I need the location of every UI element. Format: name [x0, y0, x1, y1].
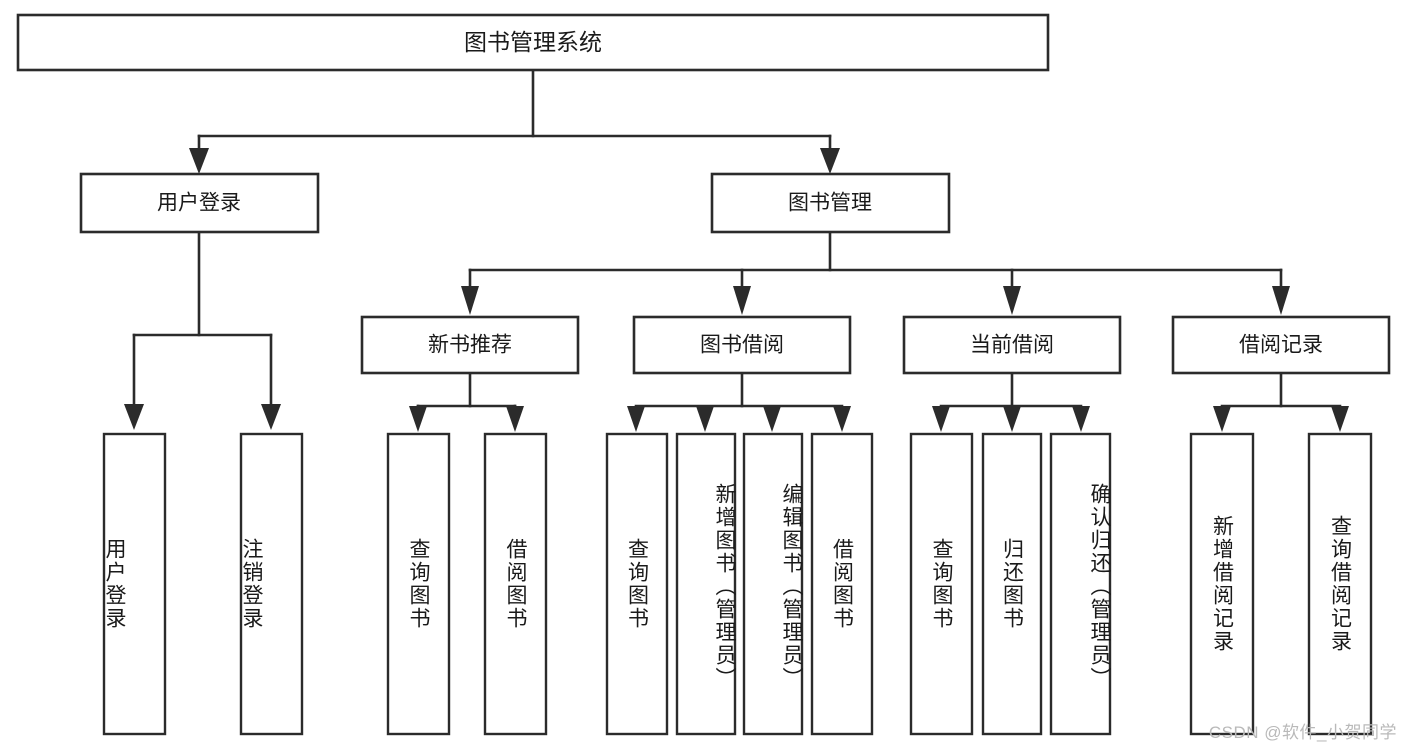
arrowhead-user-login — [189, 148, 209, 174]
node-book-management-box[interactable] — [710, 172, 951, 234]
arrowhead-leaf-borrow-book-2 — [833, 406, 851, 432]
arrowhead-new-book-recommend — [461, 286, 479, 315]
node-book-borrow-label: 图书借阅 — [700, 334, 784, 357]
arrowhead-leaf-query-book-2 — [627, 406, 645, 432]
leaf-box-add-book[interactable] — [675, 432, 737, 736]
arrowhead-book-management — [820, 148, 840, 174]
node-root-label: 图书管理系统 — [464, 29, 602, 55]
arrowhead-current-borrow — [1003, 286, 1021, 315]
arrowhead-leaf-query-book-1 — [409, 406, 427, 432]
node-book-borrow-box[interactable] — [632, 315, 852, 375]
node-borrow-record-box[interactable] — [1171, 315, 1391, 375]
node-new-book-recommend-box[interactable] — [360, 315, 580, 375]
node-borrow-record[interactable]: 借阅记录 — [1171, 315, 1391, 375]
node-user-login[interactable]: 用户登录 — [79, 172, 320, 234]
node-root[interactable]: 图书管理系统 — [16, 13, 1050, 72]
arrowhead-book-borrow — [733, 286, 751, 315]
leaf-box-user-login[interactable] — [102, 432, 167, 736]
arrowhead-leaf-borrow-book-1 — [506, 406, 524, 432]
leaf-box-add-record[interactable] — [1189, 432, 1255, 736]
leaf-box-query-book-1[interactable] — [386, 432, 451, 736]
node-new-book-recommend[interactable]: 新书推荐 — [360, 315, 580, 375]
node-borrow-record-label: 借阅记录 — [1239, 334, 1323, 357]
arrowhead-borrow-record — [1272, 286, 1290, 315]
arrowhead-leaf-query-record — [1331, 406, 1349, 432]
leaf-box-query-book-2[interactable] — [605, 432, 669, 736]
leaf-box-logout[interactable] — [239, 432, 304, 736]
node-current-borrow[interactable]: 当前借阅 — [902, 315, 1122, 375]
leaf-box-query-book-3[interactable] — [909, 432, 974, 736]
arrowhead-leaf-return-book — [1003, 406, 1021, 432]
node-current-borrow-label: 当前借阅 — [970, 334, 1054, 357]
connector-group — [124, 68, 1349, 432]
node-user-login-label: 用户登录 — [157, 192, 241, 215]
node-book-borrow[interactable]: 图书借阅 — [632, 315, 852, 375]
node-book-management-label: 图书管理 — [788, 192, 872, 215]
leaf-box-query-record[interactable] — [1307, 432, 1373, 736]
node-book-management[interactable]: 图书管理 — [710, 172, 951, 234]
leaf-box-confirm-return[interactable] — [1049, 432, 1112, 736]
leaf-box-borrow-book-1[interactable] — [483, 432, 548, 736]
leaf-box-edit-book[interactable] — [742, 432, 804, 736]
leaf-box-borrow-book-2[interactable] — [810, 432, 874, 736]
node-new-book-recommend-label: 新书推荐 — [428, 334, 512, 357]
arrowhead-leaf-query-book-3 — [932, 406, 950, 432]
arrowhead-leaf-confirm-return — [1072, 406, 1090, 432]
arrowhead-leaf-edit-book — [763, 406, 781, 432]
node-user-login-box[interactable] — [79, 172, 320, 234]
leaf-box-return-book[interactable] — [981, 432, 1043, 736]
node-current-borrow-box[interactable] — [902, 315, 1122, 375]
arrowhead-leaf-add-record — [1213, 406, 1231, 432]
csdn-watermark: CSDN @软件_小贺同学 — [1208, 723, 1397, 742]
arrowhead-leaf-add-book — [696, 406, 714, 432]
node-root-box[interactable] — [16, 13, 1050, 72]
arrowhead-leaf-user-login — [124, 404, 144, 430]
arrowhead-leaf-logout — [261, 404, 281, 430]
